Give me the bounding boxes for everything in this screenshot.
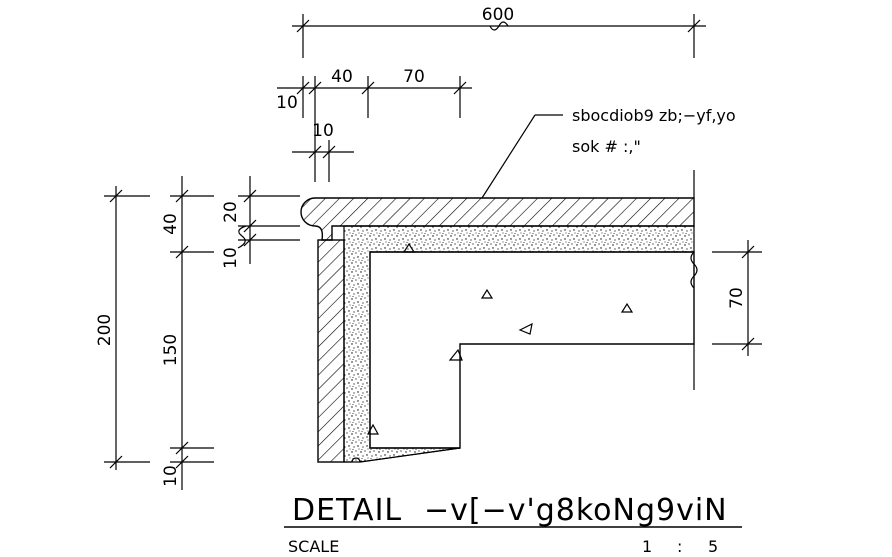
detail-title: DETAIL <box>292 493 402 528</box>
left-40-label: 40 <box>161 213 181 235</box>
scale-colon: : <box>677 537 682 556</box>
callout-line-1: sbocdiob9 zb;−yf,yo <box>572 106 736 125</box>
callout-leader <box>481 114 563 199</box>
left-wall-hatched <box>317 239 345 463</box>
right-70-label: 70 <box>727 287 747 309</box>
left-200-label: 200 <box>95 314 115 346</box>
left-150-label: 150 <box>161 334 181 366</box>
top-40-label: 40 <box>331 67 353 87</box>
top-10b-label: 10 <box>312 121 334 141</box>
left-10-label: 10 <box>161 465 181 487</box>
concrete-body-outline <box>369 251 695 449</box>
top-sub-dimensions <box>277 76 472 182</box>
left-dimensions <box>104 176 300 490</box>
scale-value-a: 1 <box>642 537 652 556</box>
left-20-label: 20 <box>221 201 241 223</box>
aggregate-markers <box>366 242 634 435</box>
scale-label: SCALE <box>288 537 339 556</box>
overall-width-dimension <box>292 14 706 58</box>
top-10a-label: 10 <box>276 93 298 113</box>
left-10b-label: 10 <box>221 247 241 269</box>
callout-line-2: sok # :," <box>572 137 641 156</box>
overall-width-label: 600 <box>482 5 514 25</box>
top-70-label: 70 <box>403 67 425 87</box>
detail-title-code: −v[−v'g8koNg9viN <box>424 493 728 528</box>
bottom-details <box>344 170 698 463</box>
right-dimension <box>712 240 762 356</box>
scale-value-b: 5 <box>708 537 718 556</box>
